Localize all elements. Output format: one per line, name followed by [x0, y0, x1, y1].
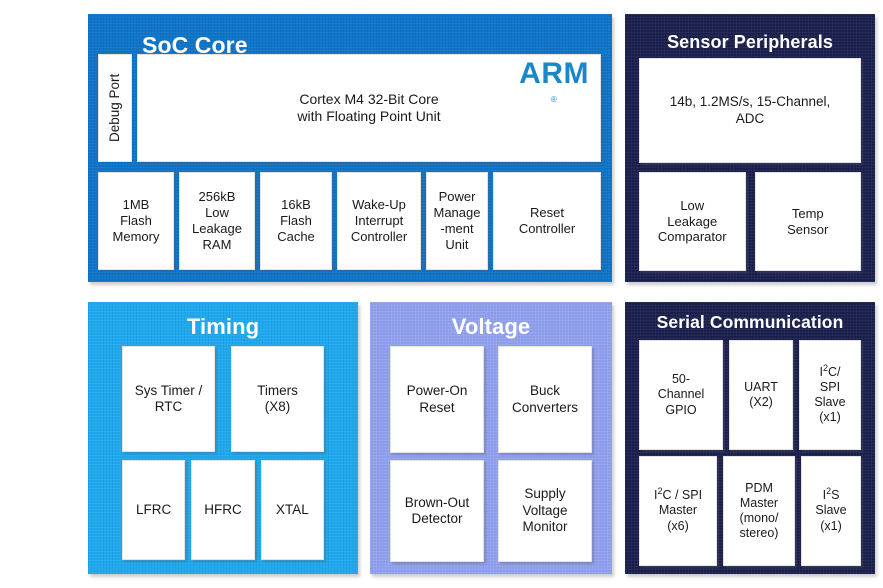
panel-sensor-peripherals: Sensor Peripherals 14b, 1.2MS/s, 15-Chan…: [625, 14, 875, 282]
arm-logo-mark: ®: [550, 95, 558, 104]
panel-timing: Timing Sys Timer /RTC Timers(X8) LFRC HF…: [88, 302, 358, 574]
panel-title-voltage: Voltage: [451, 314, 531, 339]
panel-title-timing: Timing: [186, 314, 260, 339]
block-debug-port-label: Debug Port: [106, 73, 122, 143]
timing-row-2: LFRC HFRC XTAL: [122, 460, 324, 560]
block-lines: UART(X2): [744, 379, 778, 409]
block-lines: HFRC: [204, 501, 242, 517]
block-lines: Timers(X8): [257, 382, 298, 414]
block-xtal[interactable]: XTAL: [260, 460, 324, 560]
block-lines: 14b, 1.2MS/s, 15-Channel,ADC: [669, 94, 831, 126]
block-lines: LFRC: [136, 501, 172, 517]
block-sys-timer-rtc[interactable]: Sys Timer /RTC: [122, 346, 215, 452]
panel-soc-core: SoC Core Debug Port Cortex M4 32-Bit Cor…: [88, 14, 612, 282]
cortex-core-label: Cortex M4 32-Bit Core with Floating Poin…: [295, 91, 442, 125]
timing-row-1: Sys Timer /RTC Timers(X8): [122, 346, 324, 452]
panel-title-soc-core: SoC Core: [142, 32, 248, 58]
block-adc[interactable]: 14b, 1.2MS/s, 15-Channel,ADC: [639, 58, 861, 163]
block-uart[interactable]: UART(X2): [729, 340, 793, 450]
block-hfrc[interactable]: HFRC: [191, 460, 255, 560]
block-timers[interactable]: Timers(X8): [231, 346, 324, 452]
block-lines: XTAL: [275, 501, 309, 517]
arm-logo: ARM ®: [517, 59, 591, 119]
cortex-core-line2: with Floating Point Unit: [297, 108, 441, 124]
panel-title-serial-communication: Serial Communication: [656, 312, 844, 332]
panel-title-sensor-peripherals: Sensor Peripherals: [667, 32, 833, 52]
arm-logo-text: ARM: [519, 57, 589, 90]
block-cortex-m4-core[interactable]: Cortex M4 32-Bit Core with Floating Poin…: [137, 54, 601, 162]
block-lfrc[interactable]: LFRC: [122, 460, 186, 560]
cortex-core-line1: Cortex M4 32-Bit Core: [299, 90, 439, 107]
block-lines: Sys Timer /RTC: [134, 382, 203, 414]
block-debug-port[interactable]: Debug Port: [98, 54, 132, 162]
soc-core-top-row: Debug Port Cortex M4 32-Bit Core with Fl…: [98, 54, 601, 162]
